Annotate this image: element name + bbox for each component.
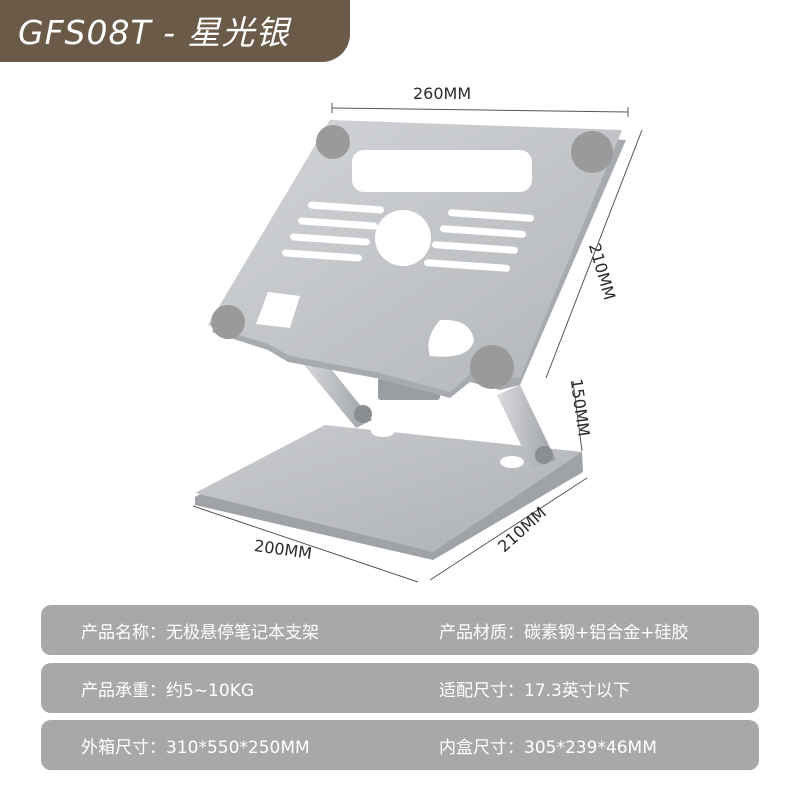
spec-row: 产品名称：无极悬停笔记本支架 产品材质：碳素钢+铝合金+硅胶 bbox=[41, 605, 759, 655]
dimension-lines bbox=[192, 103, 643, 583]
top-plate bbox=[208, 120, 626, 398]
spec-inner-box-size: 内盒尺寸：305*239*46MM bbox=[439, 737, 657, 758]
spec-fit-size: 适配尺寸：17.3英寸以下 bbox=[439, 680, 630, 701]
base-plate bbox=[195, 425, 583, 560]
silicone-pads bbox=[211, 125, 613, 389]
spec-product-name: 产品名称：无极悬停笔记本支架 bbox=[81, 622, 319, 643]
spec-load-capacity: 产品承重：约5~10KG bbox=[81, 680, 255, 701]
spec-material: 产品材质：碳素钢+铝合金+硅胶 bbox=[439, 622, 689, 643]
product-title: GFS08T - 星光银 bbox=[18, 13, 290, 52]
title-banner: GFS08T - 星光银 bbox=[0, 0, 350, 62]
laptop-stand-image bbox=[192, 103, 643, 583]
spec-outer-box-size: 外箱尺寸：310*550*250MM bbox=[81, 737, 310, 758]
width-dimension-label: 260MM bbox=[413, 84, 472, 103]
spec-row: 外箱尺寸：310*550*250MM 内盒尺寸：305*239*46MM bbox=[41, 720, 759, 770]
stand-arms bbox=[300, 350, 556, 468]
spec-row: 产品承重：约5~10KG 适配尺寸：17.3英寸以下 bbox=[41, 663, 759, 713]
